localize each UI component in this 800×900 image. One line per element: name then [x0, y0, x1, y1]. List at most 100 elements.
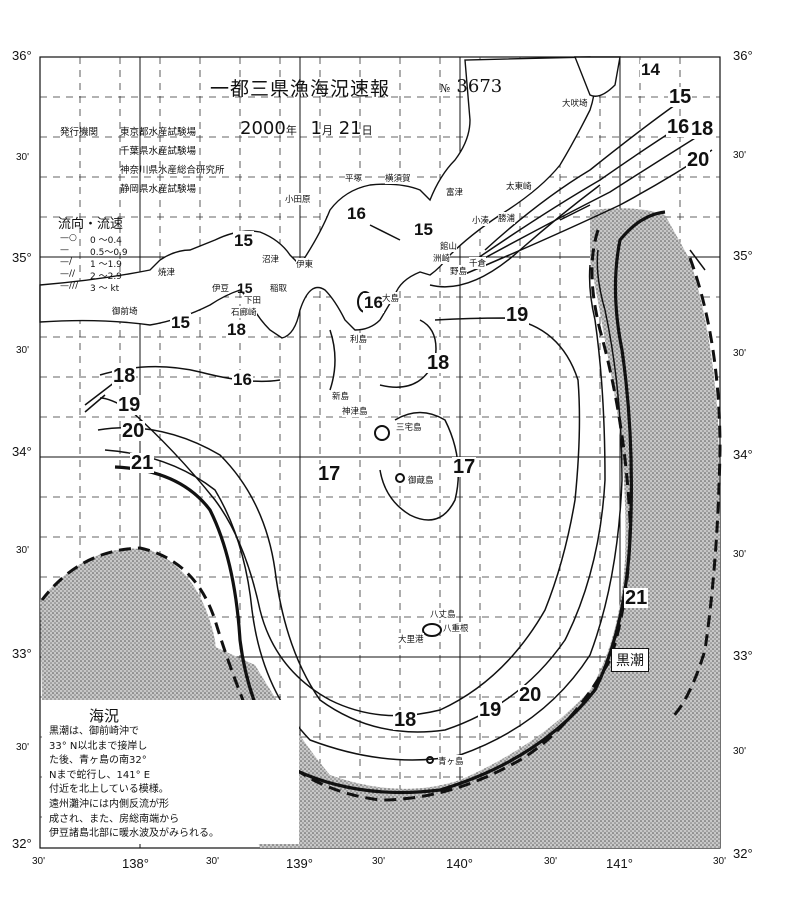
issue-prefix: № [440, 82, 451, 95]
isotherms [97, 104, 713, 795]
place-label: 神津島 [342, 405, 368, 417]
place-label: 大島 [382, 292, 400, 304]
isotherm-label: 20 [121, 420, 146, 442]
lon-label: 141° [606, 856, 633, 871]
place-label: 八重根 [443, 622, 469, 634]
place-label: 焼津 [158, 266, 176, 278]
kuroshio-edge-outer [668, 257, 722, 722]
lat-label: 30' [733, 150, 747, 161]
lat-label: 36° [733, 48, 753, 63]
isotherm-label: 18 [690, 118, 715, 140]
lon-label: 140° [446, 856, 473, 871]
coastline [39, 56, 621, 339]
legend-range: 0.5～0.9 [90, 248, 128, 258]
institution-item: 神奈川県水産総合研究所 [120, 165, 225, 176]
legend-range: 3 ～ kt [90, 284, 120, 294]
lat-label: 30' [733, 746, 747, 757]
lat-label: 30' [16, 152, 30, 163]
isotherm-label: 15 [237, 280, 253, 296]
kuroshio-meander-west [40, 548, 220, 700]
institution-item: 千葉県水産試験場 [120, 146, 197, 157]
report-date: 2000年 1月 21日 [240, 118, 373, 139]
place-label: 利島 [350, 333, 368, 345]
place-label: 富津 [446, 186, 464, 198]
isotherm-label: 19 [478, 699, 503, 721]
lat-label: 30' [16, 742, 30, 753]
date-year-unit: 年 [285, 124, 297, 137]
place-label: 御蔵島 [408, 474, 434, 486]
legend-symbol: —/ [60, 257, 73, 267]
current-arrows [84, 204, 706, 413]
place-label: 小湊 [472, 214, 490, 226]
place-label: 小田原 [285, 193, 311, 205]
place-label: 伊東 [296, 258, 314, 270]
isotherm-label: 15 [668, 86, 693, 108]
isotherm-label: 18 [112, 365, 137, 387]
institution-item: 静岡県水産試験場 [120, 184, 197, 195]
legend-range: 0 ～0.4 [90, 236, 122, 246]
isotherm-label: 15 [170, 313, 191, 333]
place-label: 館山 [440, 240, 458, 252]
isotherm-label: 15 [233, 231, 254, 251]
isotherm-label: 16 [346, 204, 367, 224]
place-label: 横須賀 [385, 172, 411, 184]
lon-label: 30' [206, 856, 220, 867]
lon-label: 30' [544, 856, 558, 867]
isotherm-label: 14 [640, 60, 661, 80]
legend-symbol: —/// [60, 281, 79, 291]
place-label: 太東崎 [506, 180, 532, 192]
lat-label: 30' [733, 549, 747, 560]
lat-label: 35° [733, 248, 753, 263]
isotherm-label: 18 [226, 320, 247, 340]
legend-range: 1 ～1.9 [90, 260, 122, 270]
place-label: 平塚 [345, 172, 363, 184]
isotherm-label: 17 [317, 463, 342, 485]
lat-label: 32° [12, 836, 32, 851]
current-legend-title: 流向・流速 [58, 217, 124, 232]
institution-label: 発行機関 [60, 127, 99, 138]
lat-label: 33° [733, 648, 753, 663]
place-label: 御前埼 [112, 305, 138, 317]
place-label: 沼津 [262, 253, 280, 265]
lon-label: 139° [286, 856, 313, 871]
place-label: 伊豆 [212, 282, 230, 294]
isotherm-label: 18 [426, 352, 451, 374]
date-year: 2000 [240, 118, 286, 139]
isotherm-label: 20 [686, 149, 711, 171]
lat-label: 34° [12, 444, 32, 459]
legend-symbol: —○ [60, 233, 77, 243]
lon-label: 30' [372, 856, 386, 867]
place-label: 大里港 [398, 633, 424, 645]
isotherm-label: 16 [232, 370, 253, 390]
report-title: 一都三県漁海況速報 [210, 78, 391, 100]
place-label: 野島 [450, 265, 468, 277]
place-label: 石廊崎 [231, 306, 257, 318]
lat-label: 36° [12, 48, 32, 63]
lat-label: 34° [733, 447, 753, 462]
date-day-unit: 日 [361, 124, 373, 137]
legend-symbol: —// [60, 269, 76, 279]
place-label: 三宅島 [396, 421, 422, 433]
place-label: 八丈島 [430, 608, 456, 620]
lat-label: 32° [733, 846, 753, 861]
lat-label: 30' [16, 545, 30, 556]
date-month: 1 [310, 118, 322, 139]
isotherm-label: 15 [413, 220, 434, 240]
place-label: 千倉 [469, 257, 487, 269]
place-label: 洲崎 [433, 252, 451, 264]
isotherm-label: 21 [130, 452, 155, 474]
place-label: 勝浦 [498, 212, 516, 224]
lat-label: 33° [12, 646, 32, 661]
date-day: 21 [338, 118, 362, 139]
lat-label: 30' [16, 345, 30, 356]
place-label: 青ヶ島 [438, 755, 464, 767]
notes-body: 黒潮は、御前崎沖で 33° N以北まで接岸し た後、青ヶ島の南32° Nまで蛇行… [49, 726, 219, 840]
notes-title: 海況 [89, 707, 120, 725]
legend-symbol: — [60, 245, 69, 255]
isotherm-label: 18 [393, 709, 418, 731]
place-label: 稲取 [270, 282, 288, 294]
lat-label: 35° [12, 250, 32, 265]
isotherm-label: 17 [452, 456, 477, 478]
lat-label: 30' [733, 348, 747, 359]
